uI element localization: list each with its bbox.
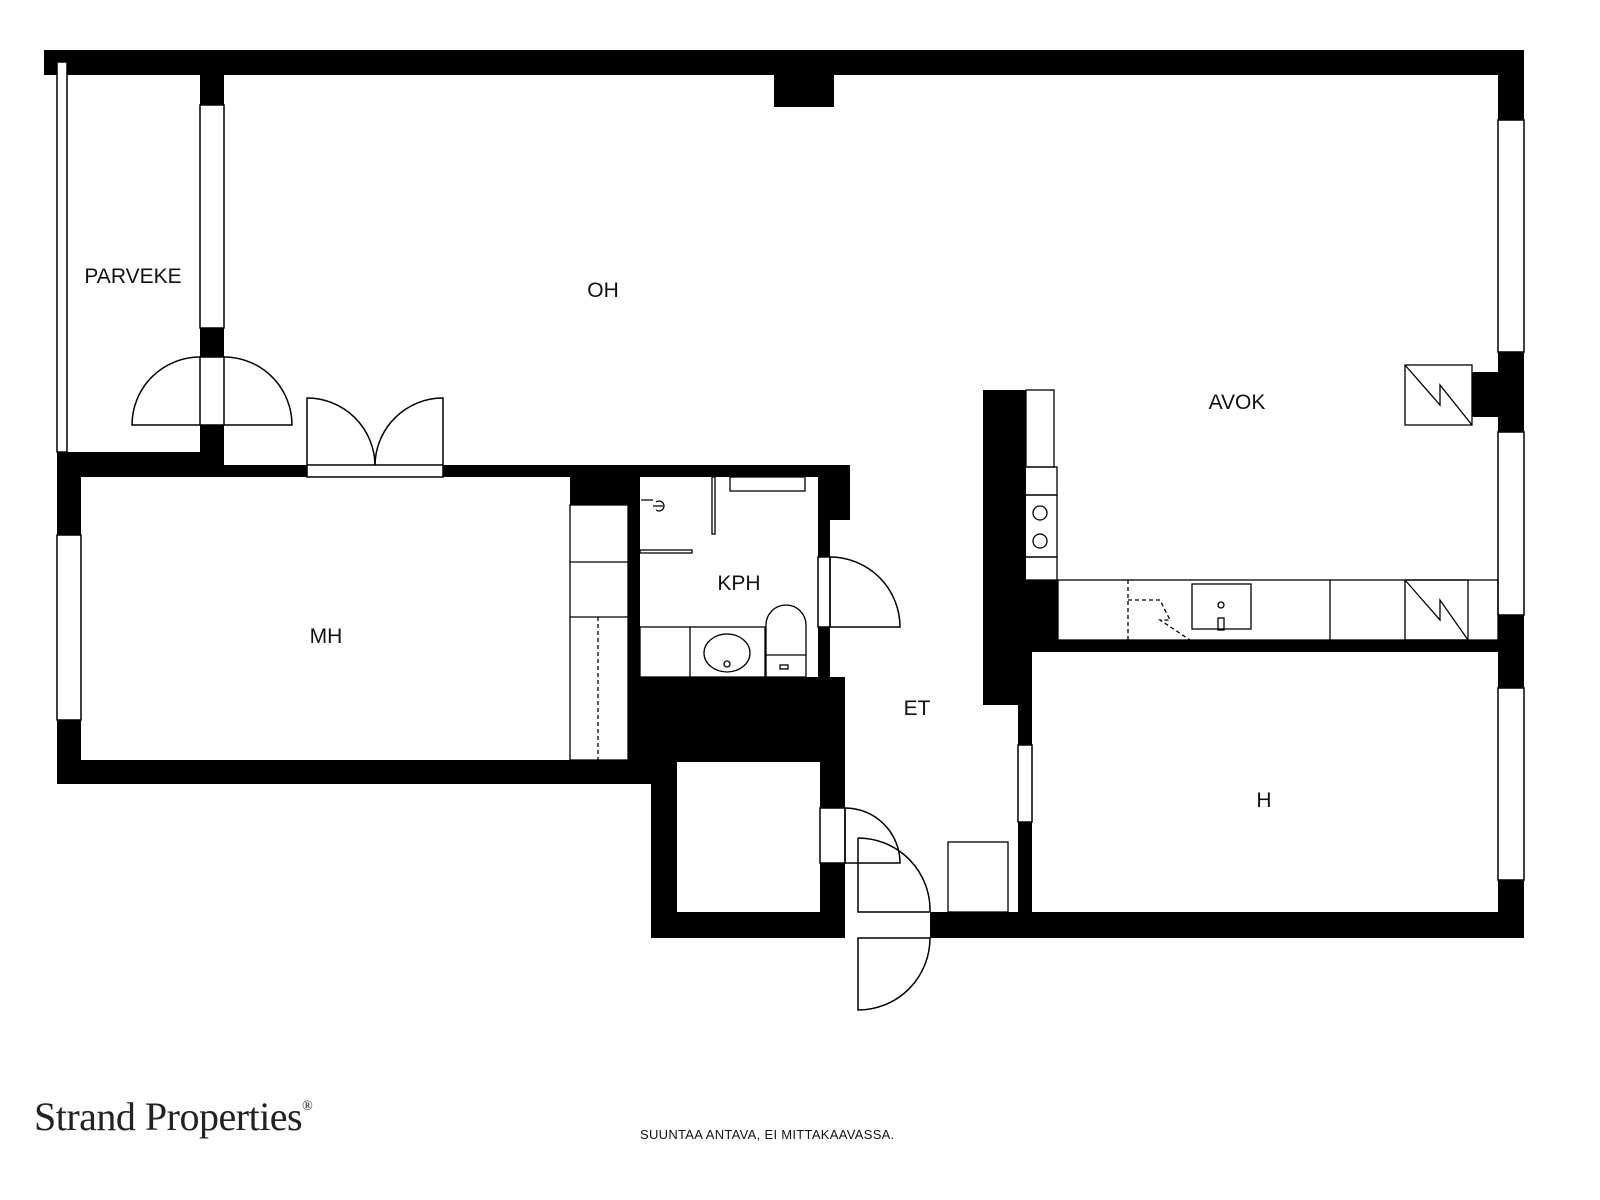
fridge-icon [1404,579,1469,641]
wall-mh-bottom [57,760,651,784]
room-label-kph: KPH [717,572,761,595]
fireplace-symbol [1404,364,1473,426]
walls [44,50,1524,938]
kitchen-sink-drain [1217,601,1225,609]
brand-logo: Strand Properties® [34,1093,313,1140]
entry-door-swing [857,937,931,1011]
wall-h-top [1026,640,1498,652]
window [199,104,225,329]
shower-wall [639,549,693,554]
wall-storage-left [651,760,677,938]
entry-door-swing [857,837,931,913]
closet [569,504,629,761]
wall-balcony-base [57,452,224,477]
room-label-h: H [1256,789,1272,812]
passage-opening [1017,744,1033,823]
wall-avok-pillar [1472,372,1498,417]
disclaimer: SUUNTAA ANTAVA, EI MITTAKAAVASSA. [640,1127,895,1142]
cabinet [947,841,1009,913]
door-opening [199,356,225,426]
doors [131,356,931,1011]
bench [729,476,806,492]
kitchen-counter [1057,579,1499,641]
shower-head-icon [641,499,665,512]
dishwasher-symbol [1128,599,1191,641]
toilet-flush [779,664,789,670]
stove-burner [1002,505,1018,521]
sink-icon [703,633,751,673]
wall-core-block [628,677,845,762]
registered-mark: ® [302,1099,313,1114]
room-label-avok: AVOK [1208,391,1266,414]
kitchen-cabinet [992,556,1058,581]
room-label-et: ET [903,697,931,720]
fireplace-icon [1404,364,1473,426]
sink-drain [723,660,731,668]
wall-kitchen-lower [1026,580,1058,640]
wall-top [44,50,1524,75]
toilet-icon [765,604,807,678]
door-swing [131,356,201,426]
room-label-oh: OH [587,279,619,302]
room-label-mh: MH [309,625,343,648]
logo-text: Strand Properties [34,1094,303,1139]
wall-bottom [930,912,1524,938]
shower-wall [711,476,716,535]
window [1497,431,1525,616]
stove-burner [1002,533,1018,549]
kitchen-cabinet [1025,389,1055,468]
wall-kph-corner [830,465,850,520]
door-swing [829,556,901,628]
kitchen-cabinet [992,466,1058,496]
door-swing [223,356,293,426]
kitchen-sink-icon [1191,583,1252,630]
fixtures [569,364,1499,913]
window [1497,119,1525,353]
door-opening [306,464,444,478]
door-opening [819,807,846,864]
wall-mh-closet [570,477,628,505]
door-swing [844,807,901,864]
door-swing [374,397,444,466]
stove-burner [1032,533,1048,549]
kitchen-faucet [1217,617,1225,631]
chimney [774,75,834,107]
window [56,534,82,721]
room-label-parveke: PARVEKE [84,265,182,288]
door-opening [817,556,831,628]
balcony-rail [56,61,68,453]
fridge-symbol [1404,579,1469,641]
vanity [639,626,766,678]
wall-bottom-left [651,912,845,938]
stove-burner [1032,505,1048,521]
windows-openings [56,61,1525,881]
window [1497,687,1525,881]
wall-kph-left [628,477,640,677]
door-swing [306,397,376,466]
